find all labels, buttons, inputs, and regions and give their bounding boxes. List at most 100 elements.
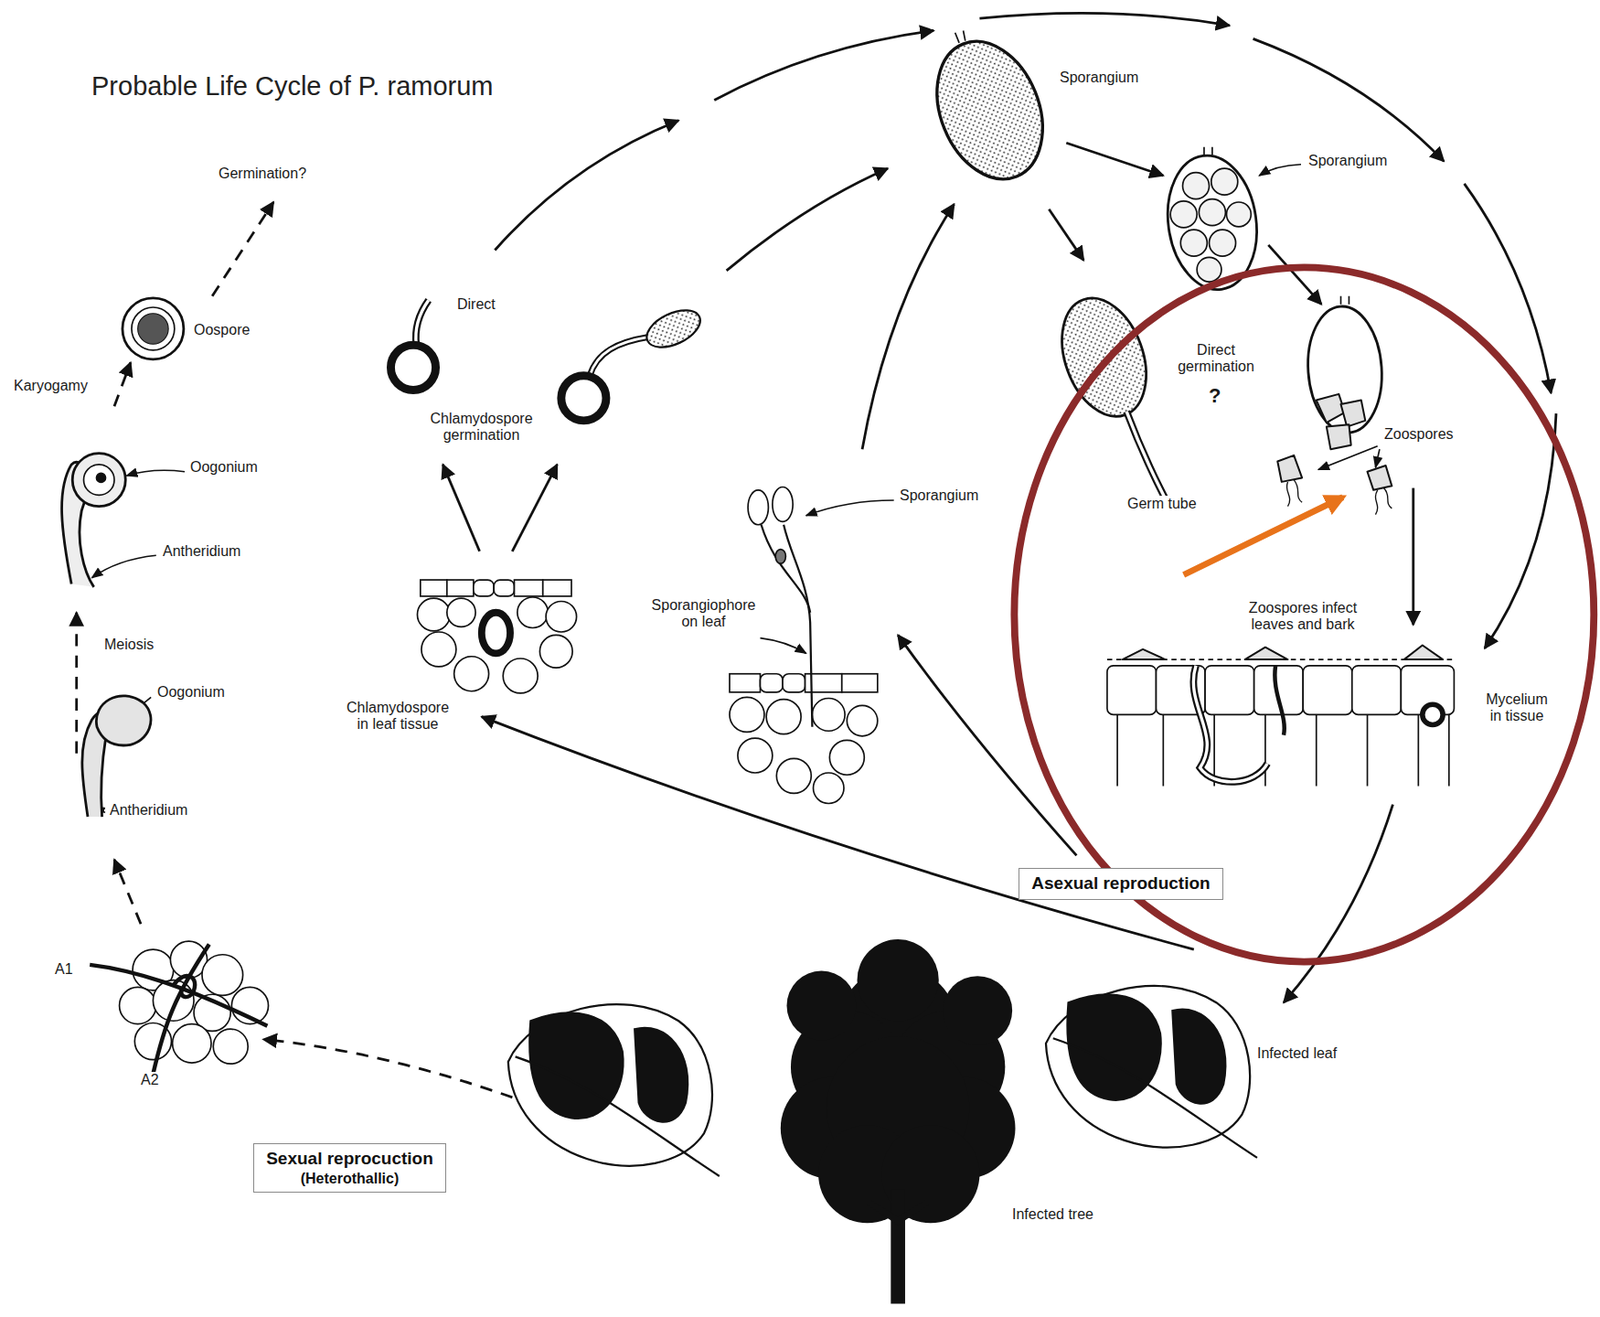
chlamydospore-leaf-tissue — [545, 600, 576, 631]
empty-sporangium-releasing-zoospores — [1277, 394, 1392, 491]
zoospores-infecting-tissue — [1205, 665, 1255, 715]
stage-label: Sporangiophore on leaf — [644, 597, 763, 631]
stage-label: Sporangium — [1306, 152, 1389, 170]
empty-sporangium-releasing-zoospores — [1367, 465, 1393, 491]
empty-sporangium-releasing-zoospores — [1316, 394, 1345, 423]
mating-types-hyphae — [89, 940, 268, 1074]
zoospores-infecting-tissue — [1352, 665, 1402, 715]
oogonium-meiosis — [96, 695, 151, 746]
stage-label: Zoospores — [1382, 426, 1456, 443]
chlamydospore-leaf-tissue — [416, 597, 450, 631]
chlamydospore-leaf-tissue — [543, 579, 572, 597]
zoospores-infecting-tissue — [1422, 704, 1443, 725]
zoospores-infecting-tissue — [1245, 647, 1289, 660]
cycle-arrows — [1268, 245, 1322, 305]
sporangiophore-on-leaf — [783, 524, 812, 727]
sporangium-with-zoospores — [1198, 199, 1226, 226]
sporangium-with-zoospores — [1204, 147, 1213, 156]
stage-label: Sporangium — [897, 487, 981, 504]
infected-leaf-right — [1053, 1037, 1258, 1158]
chlamydospore-leaf-tissue — [539, 634, 573, 668]
stage-label: Oogonium — [188, 458, 260, 476]
cycle-arrows — [714, 30, 934, 100]
sporangiophore-on-leaf — [729, 486, 878, 803]
cycle-arrows — [1066, 142, 1163, 176]
stage-group-box: Asexual reproduction — [1018, 867, 1224, 900]
chlamydospore-sporangium — [589, 336, 650, 375]
infected-leaf-left — [515, 1056, 720, 1176]
infected-tree — [786, 970, 856, 1041]
chlamydospore-leaf-tissue — [420, 579, 448, 597]
chlamydospore-direct — [390, 344, 436, 390]
chlamydospore-leaf-tissue — [473, 579, 494, 597]
oospore — [122, 298, 184, 360]
infected-tree — [942, 975, 1013, 1046]
sporangiophore-on-leaf — [813, 772, 844, 803]
zoospores-infecting-tissue — [1274, 665, 1284, 736]
stage-label: Germ tube — [1125, 495, 1199, 512]
oogonium-karyogamy — [72, 453, 126, 507]
stage-label: Mycelium in tissue — [1478, 691, 1556, 726]
sporangium — [955, 30, 966, 43]
empty-sporangium-releasing-zoospores — [1341, 296, 1350, 305]
sporangium — [917, 25, 1063, 195]
sporangium-with-zoospores — [1226, 202, 1252, 227]
infected-leaf-left — [634, 1027, 688, 1122]
zoospores-infecting-tissue — [1302, 665, 1353, 715]
cycle-arrows — [897, 634, 1077, 855]
stage-label: Sporangium — [1057, 69, 1141, 86]
leader-lines — [91, 554, 156, 578]
stage-label: Antheridium — [107, 801, 190, 819]
chlamydospore-sporangium — [640, 302, 706, 355]
oogonium-karyogamy — [84, 464, 115, 495]
oogonium-karyogamy — [96, 473, 106, 482]
empty-sporangium-releasing-zoospores — [1326, 424, 1352, 449]
sporangium-with-zoospores — [1196, 256, 1222, 282]
sporangium — [917, 25, 1063, 195]
cycle-arrows — [442, 464, 480, 552]
mating-types-hyphae — [213, 1028, 248, 1064]
mating-types-hyphae — [119, 986, 157, 1024]
empty-sporangium-releasing-zoospores — [1286, 480, 1302, 507]
sporangiophore-on-leaf — [759, 673, 783, 693]
stage-label: Chlamydospore in leaf tissue — [341, 699, 455, 734]
cycle-arrows — [494, 120, 679, 251]
highlight-arrow — [1184, 497, 1344, 576]
sexual-cycle-dashed-arrows — [74, 612, 78, 754]
chlamydospore-leaf-tissue — [421, 631, 457, 667]
sporangium-with-zoospores — [1209, 229, 1237, 256]
oogonium-meiosis — [82, 695, 151, 817]
sexual-cycle-dashed-arrows — [76, 202, 534, 1105]
mating-types-hyphae — [172, 1024, 212, 1063]
stage-label: Infected tree — [1010, 1205, 1096, 1223]
infected-tree — [780, 938, 1016, 1304]
empty-sporangium-releasing-zoospores — [1375, 488, 1392, 515]
chlamydospore-sporangium — [561, 302, 706, 421]
cycle-arrows — [442, 12, 1557, 1003]
cycle-arrows — [726, 168, 888, 271]
sporangiophore-on-leaf — [782, 673, 806, 693]
infected-leaf-left — [508, 1003, 720, 1176]
sporangiophore-on-leaf — [729, 673, 760, 693]
leader-lines — [126, 469, 185, 476]
sporangiophore-on-leaf — [761, 524, 811, 613]
cycle-arrows — [481, 716, 1195, 950]
sporangiophore-on-leaf — [766, 699, 801, 735]
chlamydospore-sporangium — [589, 336, 650, 375]
stage-group-box: Sexual reprocuction(Heterothallic) — [253, 1142, 447, 1193]
zoospores-infecting-tissue — [1193, 665, 1268, 782]
sporangiophore-on-leaf — [772, 486, 793, 522]
sexual-cycle-dashed-arrows — [114, 362, 131, 406]
highlight-ellipse — [1013, 266, 1594, 961]
sporangium-with-zoospores — [1211, 168, 1238, 195]
stage-label: A1 — [53, 960, 75, 978]
mating-types-hyphae — [173, 975, 195, 997]
infected-leaf-right — [1045, 985, 1250, 1148]
zoospores-infecting-tissue — [1107, 644, 1454, 786]
zoospores-infecting-tissue — [1107, 665, 1157, 715]
cycle-arrows — [1484, 413, 1557, 649]
chlamydospore-leaf-tissue — [502, 658, 538, 694]
empty-sporangium-releasing-zoospores — [1277, 296, 1392, 515]
infected-leaf-right — [1172, 1009, 1226, 1104]
